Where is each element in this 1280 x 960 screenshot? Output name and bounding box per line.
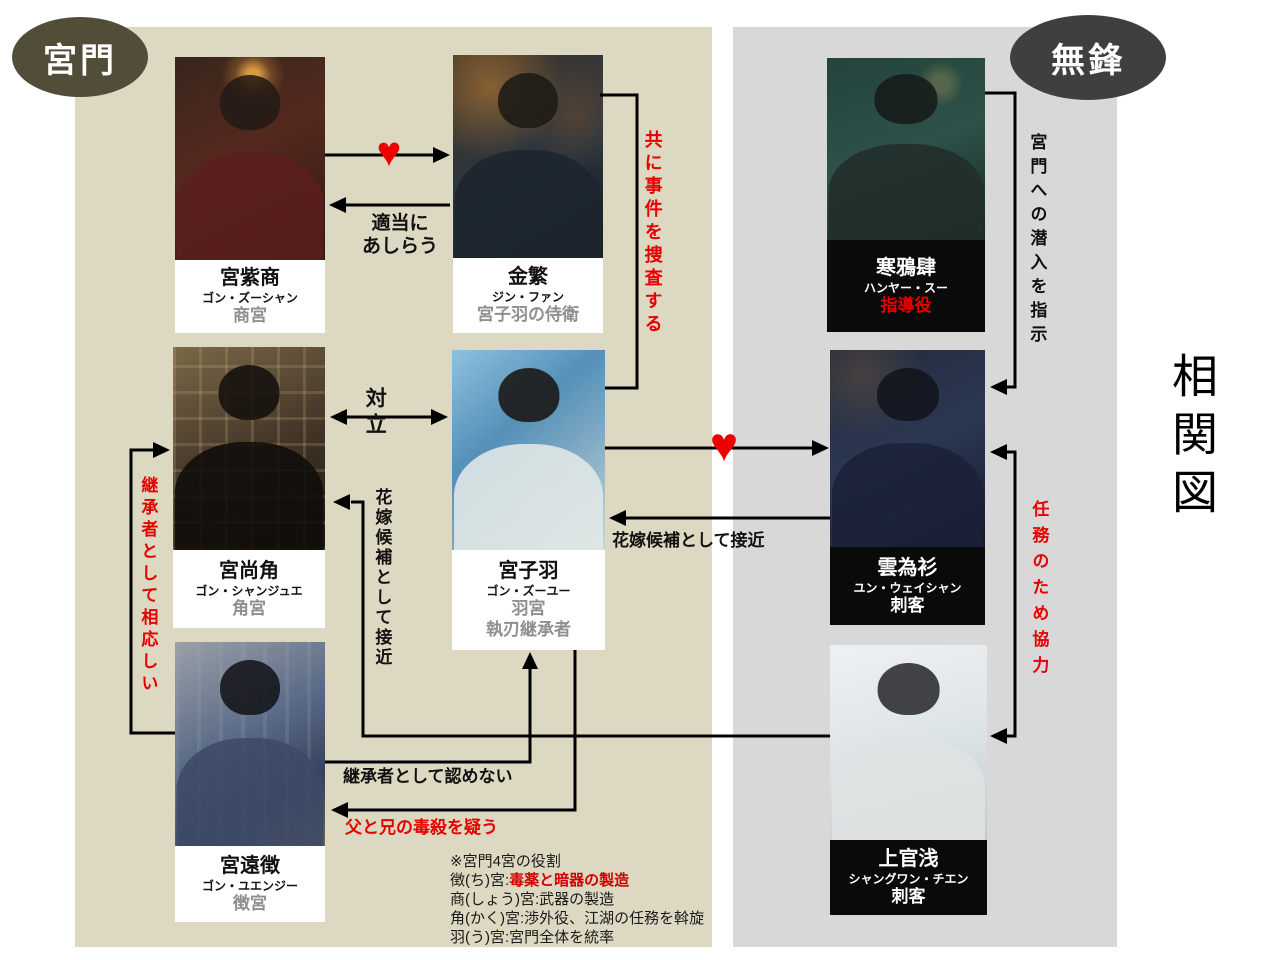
label-shangguan-qian: 上官浅 シャングワン・チエン 刺客 (830, 840, 987, 915)
character-kana: ゴン・シャンジュエ (195, 583, 303, 598)
character-name: 宮尚角 (219, 559, 279, 582)
relation-label-keishosha-fusawashii: 継承者として相応しい (138, 476, 158, 696)
mufeng-group-label: 無鋒 (1051, 42, 1125, 80)
relation-label-dokusatsu-utagau: 父と兄の毒殺を疑う (345, 818, 498, 837)
character-role: 徴宮 (233, 893, 267, 913)
relation-label-keishosha-mitomenai: 継承者として認めない (343, 767, 513, 786)
label-gong-zishang: 宮紫商 ゴン・ズーシャン 商宮 (175, 260, 325, 333)
card-gong-shangjue: 宮尚角 ゴン・シャンジュエ 角宮 (173, 347, 325, 628)
character-kana: ゴン・ユエンジー (201, 878, 298, 893)
note-line: 角(かく)宮:渉外役、江湖の任務を斡旋 (450, 910, 705, 927)
gongmen-roles-note: ※宮門4宮の役割 徴(ち)宮:毒薬と暗器の製造 商(しょう)宮:武器の製造 角(… (450, 852, 704, 947)
character-name: 宮子羽 (498, 560, 559, 583)
character-name: 上官浅 (878, 848, 939, 871)
portrait-gong-yuanzhi (175, 642, 325, 846)
character-role: 刺客 (890, 595, 925, 615)
character-role: 指導役 (880, 295, 932, 315)
character-name: 寒鴉肆 (876, 256, 936, 279)
card-shangguan-qian: 上官浅 シャングワン・チエン 刺客 (830, 645, 987, 915)
relation-label-hanayome-approach: 花嫁候補として接近 (612, 531, 765, 550)
character-role: 角宮 (232, 598, 266, 618)
relation-label-hanayome-approach-vertical: 花嫁候補として接近 (372, 488, 392, 668)
character-role: 羽宮 (511, 599, 546, 619)
character-kana: ハンヤー・スー (863, 280, 948, 295)
gongmen-group-label: 宮門 (43, 41, 117, 80)
relation-label-sennyu-shiji: 宮門への潜入を指示 (1027, 133, 1047, 349)
label-gong-yuanzhi: 宮遠徴 ゴン・ユエンジー 徴宮 (175, 846, 325, 922)
portrait-gong-ziyu (452, 350, 605, 550)
label-yun-weishan: 雲為衫 ユン・ウェイシャン 刺客 (830, 547, 985, 625)
card-jin-fan: 金繁 ジン・ファン 宮子羽の侍衛 (453, 55, 603, 333)
character-name: 宮紫商 (220, 267, 280, 290)
relation-label-ninmu-kyoryoku: 任務のため協力 (1029, 500, 1049, 682)
note-line: 羽(う)宮:宮門全体を統率 (450, 929, 615, 946)
card-gong-yuanzhi: 宮遠徴 ゴン・ユエンジー 徴宮 (175, 642, 325, 922)
note-line-highlight: 毒薬と暗器の製造 (509, 872, 630, 889)
character-kana: シャングワン・チエン (848, 872, 969, 887)
note-line: 商(しょう)宮:武器の製造 (450, 891, 615, 908)
portrait-shangguan-qian (830, 645, 987, 840)
card-gong-ziyu: 宮子羽 ゴン・ズーユー 羽宮 執刃継承者 (452, 350, 605, 650)
card-gong-zishang: 宮紫商 ゴン・ズーシャン 商宮 (175, 57, 325, 333)
label-gong-shangjue: 宮尚角 ゴン・シャンジュエ 角宮 (173, 550, 325, 628)
character-role: 刺客 (891, 887, 926, 907)
character-name: 金繁 (508, 266, 548, 289)
mufeng-group-badge: 無鋒 (1010, 15, 1166, 100)
character-kana: ジン・ファン (491, 290, 564, 305)
card-yun-weishan: 雲為衫 ユン・ウェイシャン 刺客 (830, 350, 985, 625)
relation-label-tomoni-sousa: 共に事件を捜査する (642, 130, 663, 337)
note-line-prefix: 徴(ち)宮: (450, 872, 510, 889)
character-kana: ゴン・ズーシャン (202, 291, 298, 306)
label-jin-fan: 金繁 ジン・ファン 宮子羽の侍衛 (453, 258, 603, 333)
character-kana: ユン・ウェイシャン (853, 580, 962, 595)
character-role: 宮子羽の侍衛 (477, 305, 579, 325)
portrait-yun-weishan (830, 350, 985, 547)
note-line: ※宮門4宮の役割 (450, 853, 561, 870)
heart-icon: ♥ (709, 419, 739, 472)
label-gong-ziyu: 宮子羽 ゴン・ズーユー 羽宮 執刃継承者 (452, 550, 605, 650)
character-kana: ゴン・ズーユー (486, 584, 571, 599)
character-role-2: 執刃継承者 (486, 620, 571, 640)
character-name: 宮遠徴 (220, 854, 280, 877)
portrait-jin-fan (453, 55, 603, 258)
portrait-gong-shangjue (173, 347, 325, 550)
gongmen-group-badge: 宮門 (12, 17, 148, 97)
character-role: 商宮 (233, 306, 267, 326)
note-line: 徴(ち)宮:毒薬と暗器の製造 (450, 871, 704, 890)
relation-label-tairitsu: 対立 (363, 387, 387, 439)
page-title: 相関図 (1166, 352, 1217, 526)
relation-label-tekitou: 適当に あしらう (361, 213, 438, 257)
heart-icon: ♥ (376, 128, 402, 175)
portrait-gong-zishang (175, 57, 325, 260)
card-han-ya-si: 寒鴉肆 ハンヤー・スー 指導役 (827, 58, 985, 332)
label-han-ya-si: 寒鴉肆 ハンヤー・スー 指導役 (827, 240, 985, 332)
character-name: 雲為衫 (877, 556, 938, 579)
portrait-han-ya-si (827, 58, 985, 240)
